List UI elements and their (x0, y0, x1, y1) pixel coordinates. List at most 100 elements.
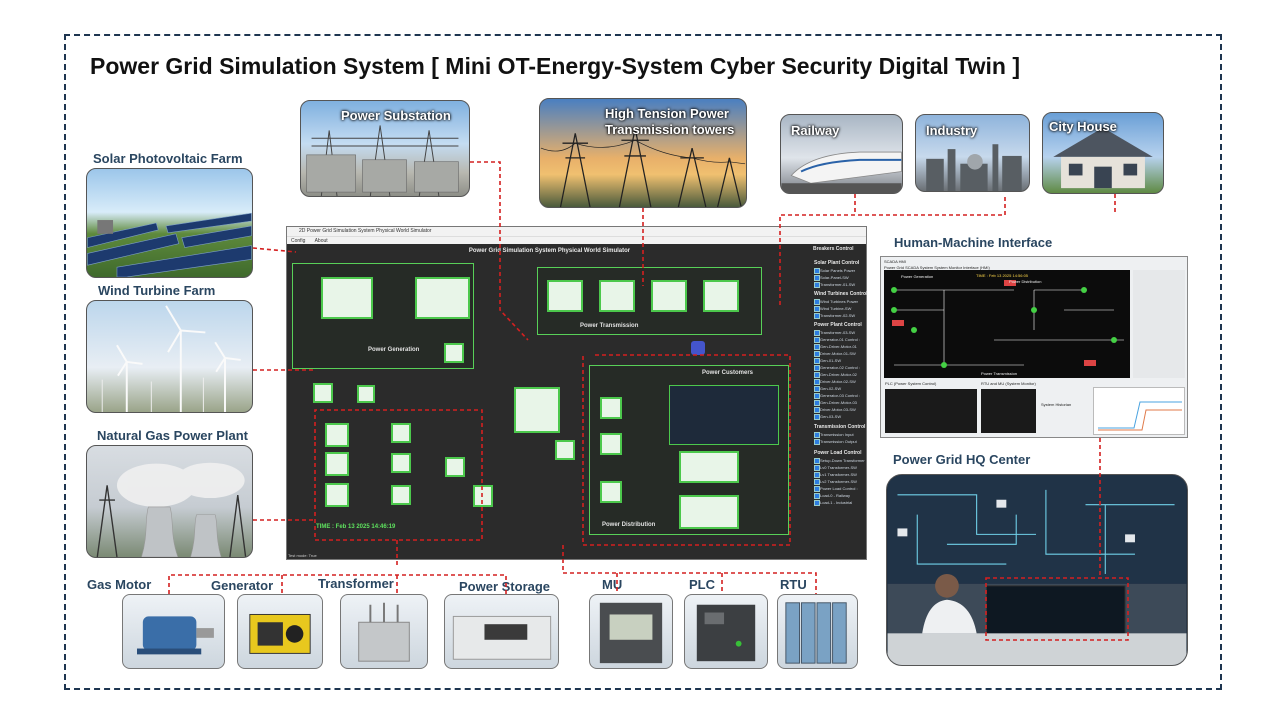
breaker-checkbox[interactable]: Gen-Driver-Motor-02 (814, 372, 857, 378)
substation-photo: Power Substation (300, 100, 470, 197)
breaker-checkbox[interactable]: Load-0 - Railway (814, 493, 850, 499)
smart-home-customer-icon (679, 495, 739, 529)
hmi-label: Human-Machine Interface (894, 235, 1053, 250)
step-up-transformer-icon (444, 343, 464, 363)
menu-about[interactable]: About (314, 238, 328, 244)
breaker-checkbox[interactable]: Gen-Driver-Motor-01 (814, 344, 857, 350)
rtu-photo (777, 594, 858, 669)
gas-plant-label: Natural Gas Power Plant (97, 428, 248, 443)
breaker-group-title: Power Load Control (814, 450, 862, 456)
breaker-checkbox[interactable]: Transformer-01-SW (814, 282, 855, 288)
hmi-trend-chart (1093, 387, 1185, 435)
menu-config[interactable]: Config (291, 238, 306, 244)
breaker-checkbox[interactable]: Solar Panels Power (814, 268, 855, 274)
breaker-checkbox[interactable]: Transmission Output (814, 439, 857, 445)
physical-world-simulator-window: 2D Power Grid Simulation System Physical… (286, 226, 867, 560)
breaker-checkbox[interactable]: Wind Turbine-SW (814, 306, 851, 312)
simulator-menu-bar: Config About (287, 236, 866, 244)
power-distribution-label: Power Distribution (602, 522, 656, 528)
mu-label: MU (602, 577, 623, 592)
breaker-group-title: Transmission Control (814, 424, 866, 430)
breaker-checkbox[interactable]: Driver-Motor-01-SW (814, 351, 856, 357)
railway-label: Railway (791, 123, 840, 138)
gas-plant-photo (86, 445, 253, 558)
solar-panel-generator-icon (321, 277, 373, 319)
power-storage-label: Power Storage (459, 579, 551, 594)
hmi-screenshot: SCADA HMI Power Grid SCADA System System… (880, 256, 1188, 438)
power-storage-icon (555, 440, 575, 460)
breaker-checkbox[interactable]: Driver-Motor-03-SW (814, 407, 856, 413)
plc-photo (684, 594, 768, 669)
hmi-historian-title: System Historian (1041, 402, 1072, 407)
hmi-rtu-panel-title: RTU and MU (System Monitor) (981, 381, 1036, 386)
breaker-checkbox[interactable]: Gen-02-SW (814, 386, 841, 392)
hmi-plc-panel-title: PLC (Power System Control) (885, 381, 937, 386)
hmi-section-title: Power Distribution (1009, 279, 1042, 284)
substation-icon (514, 387, 560, 433)
breaker-checkbox[interactable]: Generator-02 Control : (814, 365, 860, 371)
breaker-checkbox[interactable]: Generator-01 Control : (814, 337, 860, 343)
hmi-section-title: Power Transmission (981, 371, 1018, 376)
plc-label: PLC (689, 577, 715, 592)
outer-dashed-frame (64, 34, 1222, 690)
breaker-checkbox[interactable]: Solar-Panel-SW (814, 275, 849, 281)
railway-customer-icon (669, 385, 779, 445)
hmi-mimic-diagram (884, 270, 1130, 378)
towers-photo: High Tension Power Transmission towers (539, 98, 747, 208)
simulator-title-bar: 2D Power Grid Simulation System Physical… (287, 227, 866, 236)
power-storage-icon (313, 383, 333, 403)
breaker-checkbox[interactable]: Generator-03 Control : (814, 393, 860, 399)
hmi-section-title: Power Generation (901, 274, 934, 279)
breaker-checkbox[interactable]: Transmission Input (814, 432, 854, 438)
breaker-checkbox[interactable]: Gen-01-SW (814, 358, 841, 364)
breaker-checkbox[interactable]: Power Load Control : (814, 486, 858, 492)
breaker-checkbox[interactable]: Lv1 Transformer-SW (814, 472, 857, 478)
power-generation-label: Power Generation (368, 347, 420, 353)
solar-farm-label: Solar Photovoltaic Farm (93, 151, 243, 166)
gas-driver-motor-icon (325, 423, 349, 447)
city-house-photo: City House (1042, 112, 1164, 194)
gas-motor-label: Gas Motor (87, 577, 152, 592)
step-down-transformer-icon (600, 481, 622, 503)
wind-farm-photo (86, 300, 253, 413)
generator-label: Generator (211, 578, 274, 593)
transmission-tower-icon (651, 280, 687, 312)
breaker-group-title: Solar Plant Control (814, 260, 860, 266)
industry-photo: Industry (915, 114, 1030, 192)
transmission-tower-icon (703, 280, 739, 312)
breaker-checkbox[interactable]: Gen-Driver-Motor-03 (814, 400, 857, 406)
breaker-checkbox[interactable]: Transformer-03-SW (814, 330, 855, 336)
breaker-checkbox[interactable]: Gen-03-SW (814, 414, 841, 420)
wind-turbine-generator-icon (415, 277, 470, 319)
breaker-group-title: Wind Turbines Control (814, 291, 868, 297)
simulator-status: Test mode: True (288, 553, 317, 558)
towers-label-line1: High Tension Power (605, 106, 729, 121)
towers-label-line2: Transmission towers (605, 122, 735, 137)
hmi-side-meters (1133, 270, 1185, 378)
generator-icon (391, 485, 411, 505)
substation-label: Power Substation (341, 108, 451, 123)
transformer-label: Transformer (318, 576, 394, 591)
breaker-checkbox[interactable]: Load-1 - Industrial (814, 500, 852, 506)
industry-label: Industry (926, 123, 978, 138)
breaker-checkbox[interactable]: Lv2 Transformer-SW (814, 479, 857, 485)
gas-driver-motor-icon (325, 483, 349, 507)
power-icon (691, 341, 705, 355)
mu-photo (589, 594, 673, 669)
hmi-window-title: SCADA HMI (884, 259, 907, 264)
step-up-transformer-icon (445, 457, 465, 477)
breaker-checkbox[interactable]: Transformer-02-SW (814, 313, 855, 319)
hmi-plc-indicators (885, 389, 977, 433)
generator-icon (391, 423, 411, 443)
breakers-title: Breakers Control (813, 246, 854, 252)
breaker-checkbox[interactable]: Setup-Down Transformer (814, 458, 865, 464)
generator-icon (391, 453, 411, 473)
simulator-clock: TIME : Feb 13 2025 14:46:19 (316, 524, 396, 530)
breaker-checkbox[interactable]: Wind Turbines Power (814, 299, 858, 305)
gas-driver-motor-icon (325, 452, 349, 476)
rtu-label: RTU (780, 577, 807, 592)
power-storage-photo (444, 594, 559, 669)
railway-photo: Railway (780, 114, 903, 194)
breaker-checkbox[interactable]: Lv0 Transformer-SW (814, 465, 857, 471)
breaker-checkbox[interactable]: Driver-Motor-02-SW (814, 379, 856, 385)
